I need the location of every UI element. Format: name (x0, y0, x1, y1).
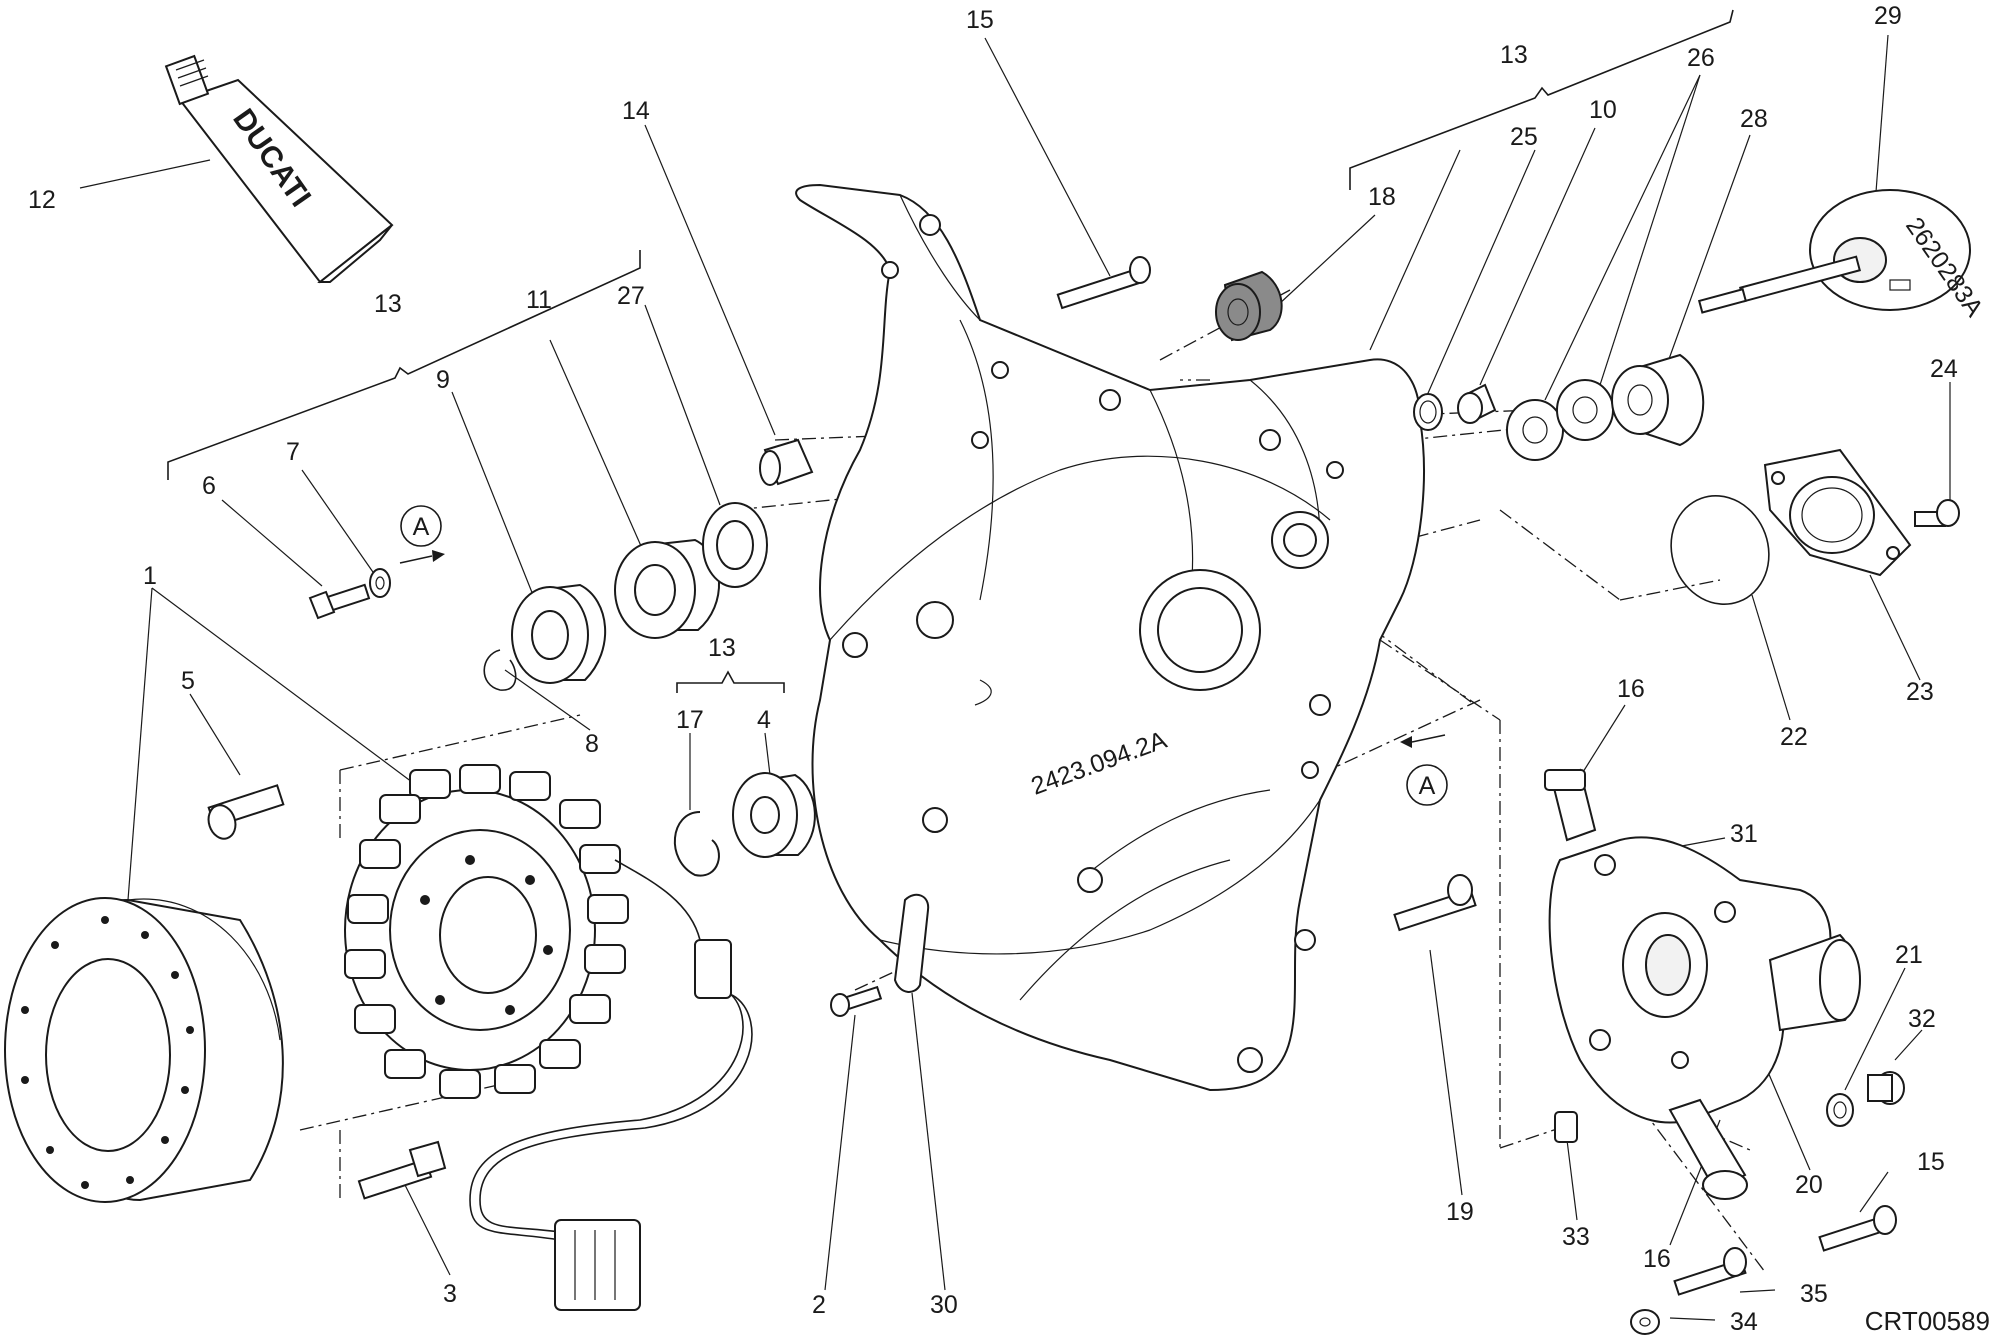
dowel-14 (759, 438, 814, 486)
bolt-2 (830, 985, 883, 1017)
callout: 35 (1800, 1280, 1828, 1308)
view-marker-a-left: A (399, 505, 445, 564)
crankcase-cover: 2423.094.2A (795, 183, 1425, 1092)
callout: 29 (1874, 2, 1902, 30)
callout: 21 (1895, 941, 1923, 969)
cover-23 (1763, 448, 1912, 577)
callout: 13 (374, 290, 402, 318)
callout: 11 (526, 286, 552, 314)
callout: 26 (1687, 44, 1715, 72)
callout: 17 (676, 706, 704, 734)
callout: 2 (812, 1291, 826, 1319)
oil-seal-18 (1215, 270, 1283, 342)
callout: 27 (617, 282, 645, 310)
bracket-30 (893, 893, 930, 993)
callout: 6 (202, 472, 216, 500)
seal-28 (1611, 353, 1705, 447)
callout: 16 (1643, 1245, 1671, 1273)
callout: 5 (181, 667, 195, 695)
callout: 16 (1617, 675, 1645, 703)
oring-25 (1413, 393, 1443, 431)
bearing-9 (511, 583, 606, 684)
view-marker-a-right: A (1400, 734, 1448, 806)
flywheel-rotor (4, 897, 284, 1203)
callout: 12 (28, 186, 56, 214)
callout: 8 (585, 730, 599, 758)
callout-labels: 15 13 26 29 10 25 28 14 18 12 27 13 11 9… (28, 2, 1958, 1336)
callout: 24 (1930, 355, 1958, 383)
circlip-17 (673, 811, 720, 877)
callout: 15 (1917, 1148, 1945, 1176)
oring-21 (1826, 1093, 1854, 1127)
callout: 23 (1906, 678, 1934, 706)
callout: 15 (966, 6, 994, 34)
stator-cable (469, 859, 753, 1311)
svg-text:A: A (413, 513, 430, 541)
bolt-24 (1914, 499, 1960, 527)
callout: 32 (1908, 1005, 1936, 1033)
washer-7 (369, 568, 391, 598)
bolt-35 (1673, 1247, 1747, 1296)
bolt-15-bottom (1818, 1205, 1897, 1252)
grease-tube: DUCATI (164, 54, 394, 284)
callout: 30 (930, 1291, 958, 1319)
bolt-15-top (1056, 256, 1151, 310)
washer-34 (1630, 1309, 1660, 1335)
callout: 20 (1795, 1171, 1823, 1199)
callout: 34 (1730, 1308, 1758, 1336)
circlip-8 (483, 649, 517, 691)
plug-10 (1457, 383, 1497, 424)
washer-27 (702, 502, 768, 588)
bolt-3 (357, 1140, 447, 1200)
water-pump-impeller-29: 2620283A (1697, 189, 1989, 322)
stator (344, 764, 629, 1099)
drawing-code: CRT00589 (1865, 1306, 1990, 1336)
water-pump-body (1544, 768, 1861, 1200)
callout: 13 (1500, 41, 1528, 69)
bracket-lines (167, 9, 1734, 693)
bolt-5 (207, 784, 285, 840)
svg-text:A: A (1419, 772, 1436, 800)
plug-32 (1867, 1071, 1905, 1105)
callout: 25 (1510, 123, 1538, 151)
bolt-6 (308, 583, 371, 620)
callout: 18 (1368, 183, 1396, 211)
callout: 7 (286, 438, 300, 466)
bearing-4 (732, 772, 816, 858)
dowel-33 (1554, 1111, 1578, 1143)
leader-lines (79, 34, 1951, 1321)
callout: 13 (708, 634, 736, 662)
callout: 31 (1730, 820, 1758, 848)
washer-26a (1506, 399, 1564, 461)
callout: 1 (143, 562, 157, 590)
callout: 33 (1562, 1223, 1590, 1251)
callout: 19 (1446, 1198, 1474, 1226)
bearing-11 (614, 538, 720, 639)
washer-26b (1556, 379, 1614, 441)
callout: 22 (1780, 723, 1808, 751)
callout: 10 (1589, 96, 1617, 124)
callout: 9 (436, 366, 450, 394)
callout: 4 (757, 706, 771, 734)
callout: 28 (1740, 105, 1768, 133)
callout: 3 (443, 1280, 457, 1308)
oring-22 (1670, 494, 1770, 606)
callout: 14 (622, 97, 650, 125)
bolt-19 (1393, 874, 1477, 932)
